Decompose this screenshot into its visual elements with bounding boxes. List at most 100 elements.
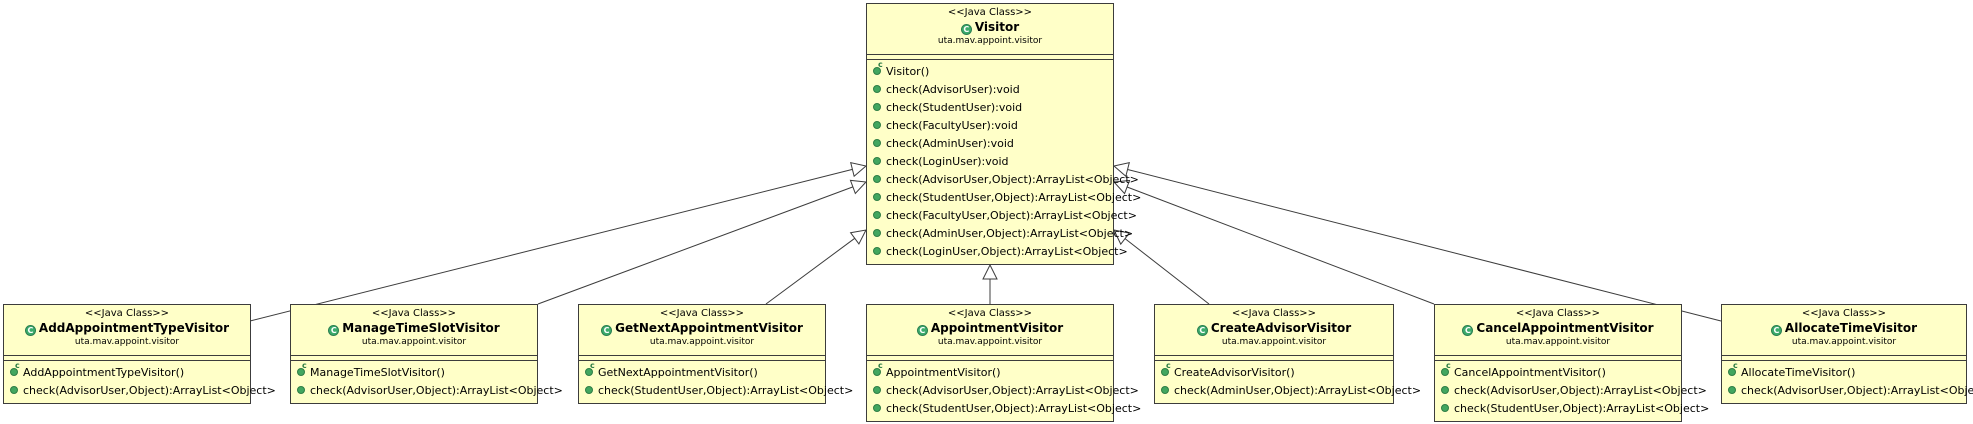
operation-text: check(AdminUser,Object):ArrayList<Object… [1174, 384, 1422, 397]
inheritance-arrowhead-appointment [982, 263, 998, 280]
operation-text: check(StudentUser):void [886, 101, 1023, 114]
inheritance-line-manage-time-slot [537, 186, 854, 305]
method-row: check(AdvisorUser,Object):ArrayList<Obje… [1722, 382, 1973, 400]
class-package: uta.mav.appoint.visitor [1505, 337, 1611, 347]
constructor-row: AddAppointmentTypeVisitor() [4, 362, 250, 382]
public-method-icon [873, 175, 881, 183]
operation-text: check(AdvisorUser,Object):ArrayList<Obje… [1741, 384, 1973, 397]
method-row: check(FacultyUser):void [867, 117, 1113, 135]
operation-text: GetNextAppointmentVisitor() [598, 366, 758, 379]
method-row: check(AdminUser,Object):ArrayList<Object… [867, 225, 1133, 243]
method-row: check(AdvisorUser,Object):ArrayList<Obje… [1435, 382, 1707, 400]
method-row: check(StudentUser,Object):ArrayList<Obje… [1435, 400, 1709, 418]
class-name-text: AddAppointmentTypeVisitor [38, 321, 230, 335]
operation-text: Visitor() [886, 65, 930, 78]
operation-text: check(AdvisorUser,Object):ArrayList<Obje… [310, 384, 563, 397]
method-row: check(AdvisorUser):void [867, 81, 1113, 99]
inheritance-line-create-advisor [1124, 238, 1210, 305]
class-package: uta.mav.appoint.visitor [937, 337, 1043, 347]
constructor-row: AppointmentVisitor() [867, 362, 1113, 382]
divider [579, 355, 825, 356]
operation-text: check(StudentUser,Object):ArrayList<Obje… [886, 191, 1142, 204]
operation-text: check(FacultyUser):void [886, 119, 1018, 132]
constructor-icon [873, 362, 883, 376]
operations-section: CancelAppointmentVisitor() check(Advisor… [1435, 361, 1709, 420]
public-method-icon [1161, 386, 1169, 394]
operation-text: ManageTimeSlotVisitor() [310, 366, 445, 379]
class-package: uta.mav.appoint.visitor [361, 337, 467, 347]
public-method-icon [873, 103, 881, 111]
public-method-icon [873, 85, 881, 93]
public-method-icon [10, 386, 18, 394]
operation-text: check(AdvisorUser,Object):ArrayList<Obje… [23, 384, 276, 397]
divider [291, 355, 537, 356]
divider [867, 59, 1113, 60]
class-icon: C [916, 325, 928, 336]
method-row: check(StudentUser):void [867, 99, 1113, 117]
operation-text: check(AdminUser):void [886, 137, 1014, 150]
public-method-icon [873, 193, 881, 201]
public-method-icon [1441, 386, 1449, 394]
public-method-icon [873, 121, 881, 129]
class-stereotype: <<Java Class>> [371, 308, 457, 319]
class-stereotype: <<Java Class>> [947, 308, 1033, 319]
constructor-icon [297, 362, 307, 376]
operations-section: Visitor() check(AdvisorUser):void check(… [867, 60, 1141, 263]
operation-text: check(AdvisorUser,Object):ArrayList<Obje… [1454, 384, 1707, 397]
constructor-icon [1441, 362, 1451, 376]
inheritance-line-get-next-appointment [765, 237, 856, 305]
method-row: check(AdminUser):void [867, 135, 1113, 153]
class-name-text: AllocateTimeVisitor [1784, 321, 1918, 335]
inheritance-arrowhead-manage-time-slot [849, 179, 868, 195]
class-package: uta.mav.appoint.visitor [649, 337, 755, 347]
method-row: check(AdvisorUser,Object):ArrayList<Obje… [4, 382, 276, 400]
divider [579, 360, 825, 361]
inheritance-line-add-appointment-type [249, 168, 853, 322]
class-icon: C [1196, 325, 1208, 336]
method-row: check(AdvisorUser,Object):ArrayList<Obje… [867, 382, 1139, 400]
method-row: check(AdvisorUser,Object):ArrayList<Obje… [291, 382, 563, 400]
class-package: uta.mav.appoint.visitor [1791, 337, 1897, 347]
operations-section: CreateAdvisorVisitor() check(AdminUser,O… [1155, 361, 1421, 402]
constructor-row: CreateAdvisorVisitor() [1155, 362, 1393, 382]
public-method-icon [297, 386, 305, 394]
divider [867, 360, 1113, 361]
constructor-row: GetNextAppointmentVisitor() [579, 362, 825, 382]
class-stereotype: <<Java Class>> [947, 7, 1033, 18]
operation-text: AddAppointmentTypeVisitor() [23, 366, 185, 379]
inheritance-arrowhead-add-appointment-type [850, 161, 868, 178]
class-name-text: AppointmentVisitor [930, 321, 1064, 335]
class-icon: C [1462, 325, 1474, 336]
inheritance-line-cancel-appointment [1126, 186, 1435, 305]
public-method-icon [1728, 386, 1736, 394]
divider [1435, 360, 1681, 361]
public-method-icon [873, 386, 881, 394]
operation-text: CreateAdvisorVisitor() [1174, 366, 1295, 379]
class-stereotype: <<Java Class>> [84, 308, 170, 319]
public-method-icon [585, 386, 593, 394]
class-name-text: CreateAdvisorVisitor [1210, 321, 1352, 335]
public-method-icon [873, 157, 881, 165]
divider [1155, 360, 1393, 361]
constructor-row: ManageTimeSlotVisitor() [291, 362, 537, 382]
class-package: uta.mav.appoint.visitor [1221, 337, 1327, 347]
divider [291, 360, 537, 361]
class-icon: C [960, 24, 972, 35]
